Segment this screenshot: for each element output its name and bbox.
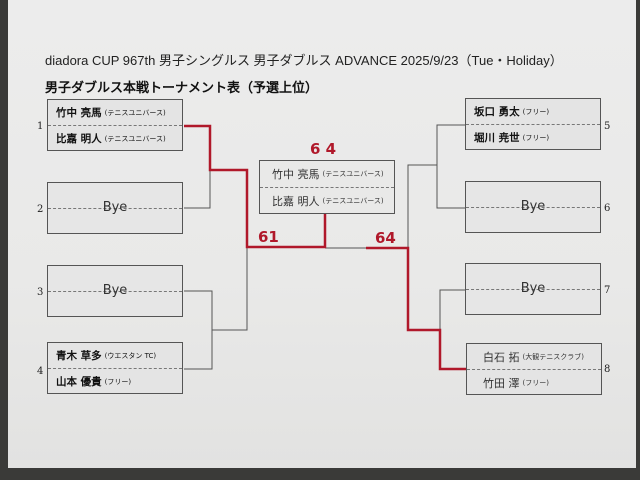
draw-slot-5: 坂口 勇太(フリー) 堀川 尭世(フリー)	[465, 98, 601, 150]
bye-label: Bye	[520, 281, 546, 296]
player-name: 青木 草多	[56, 350, 102, 362]
player-name: 竹田 澤	[483, 376, 520, 390]
champion-box: 竹中 亮馬(テニスユニバース) 比嘉 明人(テニスユニバース)	[259, 160, 395, 214]
seed-number: 5	[604, 121, 611, 132]
bracket-line-right-bottom	[439, 289, 466, 330]
draw-slot-7: Bye	[465, 263, 601, 315]
winner-path-right	[366, 246, 466, 371]
player-club: (フリー)	[522, 133, 550, 142]
bye-label: Bye	[102, 283, 128, 298]
bye-label: Bye	[520, 199, 546, 214]
player-name: 竹中 亮馬	[272, 168, 320, 181]
player-name: 山本 優貴	[56, 376, 102, 388]
player-name: 白石 拓	[483, 350, 520, 364]
player-club: (テニスユニバース)	[104, 108, 166, 117]
player-club: (フリー)	[104, 377, 132, 386]
winner-path-left	[184, 124, 327, 249]
draw-slot-8: 白石 拓(大観テニスクラブ) 竹田 澤(フリー)	[466, 343, 602, 395]
bracket-line-right-top-semi	[407, 164, 437, 248]
seed-number: 4	[37, 366, 44, 377]
right-semi-score: 64	[375, 229, 396, 247]
player-club: (テニスユニバース)	[322, 197, 384, 205]
seed-number: 7	[604, 285, 611, 296]
bracket-line-left-semi	[212, 247, 248, 331]
bracket-line-left-bottom	[184, 290, 213, 370]
seed-number: 2	[37, 204, 44, 215]
player-club: (ウエスタン TC)	[104, 351, 157, 360]
seed-number: 6	[604, 203, 611, 214]
draw-slot-2: Bye	[47, 182, 183, 234]
player-name: 比嘉 明人	[272, 195, 320, 208]
bracket-line-right-top	[436, 124, 465, 209]
player-club: (テニスユニバース)	[104, 134, 166, 143]
player-club: (大観テニスクラブ)	[522, 352, 584, 361]
sheet-subtitle: 男子ダブルス本戦トーナメント表（予選上位）	[45, 81, 319, 96]
draw-slot-3: Bye	[47, 265, 183, 317]
draw-slot-6: Bye	[465, 181, 601, 233]
player-club: (フリー)	[522, 378, 549, 387]
seed-number: 8	[604, 364, 611, 375]
player-club: (フリー)	[522, 107, 550, 116]
bracket-line-left-top	[184, 170, 211, 209]
player-club: (テニスユニバース)	[322, 170, 384, 178]
bye-label: Bye	[102, 200, 128, 215]
player-name: 竹中 亮馬	[56, 107, 102, 119]
seed-number: 3	[37, 287, 44, 298]
player-name: 比嘉 明人	[56, 133, 102, 145]
final-score: 6 4	[310, 140, 337, 158]
left-semi-score: 61	[258, 228, 279, 246]
sheet-title: diadora CUP 967th 男子シングルス 男子ダブルス ADVANCE…	[45, 53, 563, 68]
seed-number: 1	[37, 121, 44, 132]
draw-slot-1: 竹中 亮馬(テニスユニバース) 比嘉 明人(テニスユニバース)	[47, 99, 183, 151]
player-name: 坂口 勇太	[474, 106, 520, 118]
draw-slot-4: 青木 草多(ウエスタン TC) 山本 優貴(フリー)	[47, 342, 183, 394]
player-name: 堀川 尭世	[474, 132, 520, 144]
